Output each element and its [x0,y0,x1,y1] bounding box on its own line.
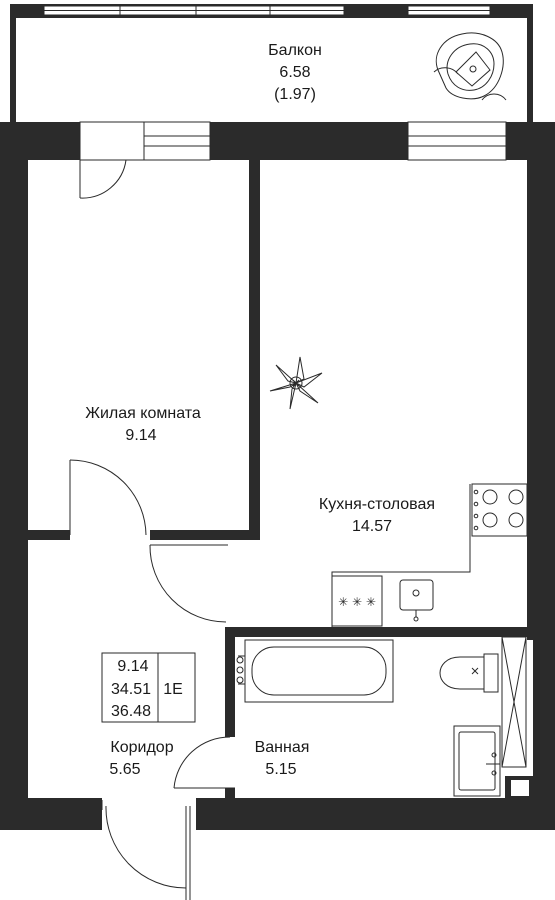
bathroom-door [173,736,235,789]
washbasin-icon [453,725,501,797]
summary-total-area: 34.51 [111,681,151,698]
balcony-reduced-area: (1.97) [274,86,316,103]
balcony-wall-left [10,4,16,122]
balcony-area: 6.58 [279,64,310,81]
kitchen-area: 14.57 [352,518,392,535]
plant-icon [269,356,323,410]
kitchen-name: Кухня-столовая [319,496,435,513]
living-room-area: 9.14 [125,427,156,444]
sink-icon [399,579,434,622]
balcony-glazing [43,5,491,16]
summary-living-area: 9.14 [117,658,148,675]
entrance-door [101,800,191,900]
washing-machine-shaft [501,636,527,768]
walls [0,122,555,830]
window-living [143,121,211,161]
corridor-area: 5.65 [109,761,140,778]
living-room-door [69,459,147,536]
toilet-icon [439,653,499,693]
cooktop-icon: ✳ ✳ ✳ [331,575,383,627]
area-summary-table: 9.14 34.51 36.48 1E [101,652,196,723]
svg-text:✳ ✳ ✳: ✳ ✳ ✳ [338,595,376,609]
summary-total-with-balcony: 36.48 [111,703,151,720]
balcony-door [79,121,145,199]
corridor-swing-door [149,544,228,623]
apartment-type: 1E [163,681,183,698]
armchair-icon [433,32,507,101]
stove-icon [471,483,528,537]
balcony-wall-right [527,4,533,122]
window-kitchen [407,121,507,161]
bathroom-area: 5.15 [265,761,296,778]
balcony-name: Балкон [268,42,322,59]
balcony: Балкон 6.58 (1.97) [10,4,533,122]
bathtub-icon [236,639,394,703]
corridor-name: Коридор [110,739,173,756]
living-room-name: Жилая комната [85,405,201,422]
bathroom-name: Ванная [255,739,310,756]
